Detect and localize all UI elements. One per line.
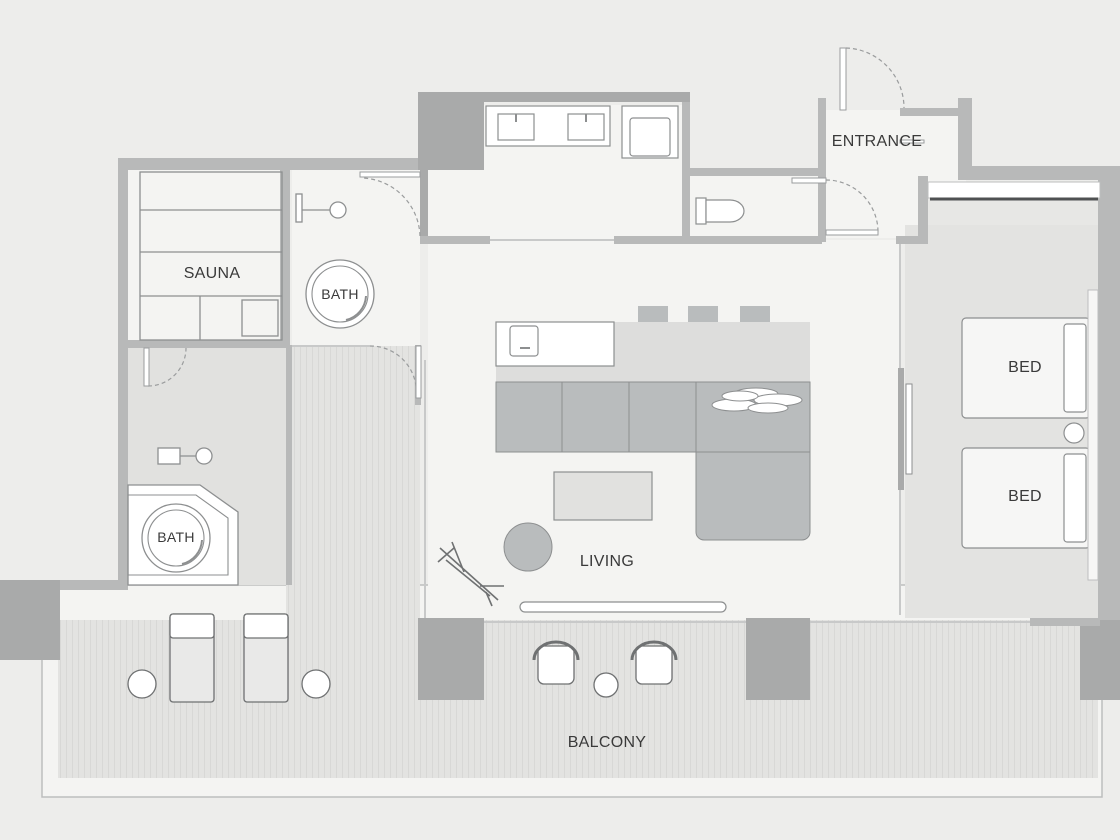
sliding-partition xyxy=(898,368,913,490)
balcony-chair-left xyxy=(532,640,580,685)
vanity xyxy=(485,105,611,147)
sun-lounger-right xyxy=(243,613,289,703)
label-bed-upper: BED xyxy=(1008,359,1042,376)
bed-upper xyxy=(961,317,1091,419)
bed-lower xyxy=(961,447,1091,549)
balcony-chair-right xyxy=(630,640,678,685)
nightstand xyxy=(1063,422,1085,444)
side-table-right xyxy=(301,669,331,699)
coffee-table xyxy=(553,471,653,521)
balcony-area xyxy=(41,345,1103,798)
shower-lower xyxy=(157,447,213,465)
label-bath-lower: BATH xyxy=(157,529,195,545)
bar-stools xyxy=(638,306,770,322)
label-living: LIVING xyxy=(580,553,634,570)
washer xyxy=(621,105,679,159)
headboard xyxy=(1087,289,1099,581)
kitchen-counter xyxy=(495,321,810,382)
label-sauna: SAUNA xyxy=(184,265,241,282)
media-bench xyxy=(519,601,727,613)
shower-upper xyxy=(295,193,347,223)
side-table-left xyxy=(127,669,157,699)
door-leaves xyxy=(143,47,925,399)
toilet xyxy=(695,197,745,225)
sun-lounger-left xyxy=(169,613,215,703)
closet xyxy=(927,181,1101,201)
label-entrance: ENTRANCE xyxy=(832,133,922,150)
sauna-benches xyxy=(139,171,283,341)
balcony-table xyxy=(593,672,619,698)
doors xyxy=(147,47,905,399)
lounge-chair xyxy=(437,541,504,607)
label-balcony: BALCONY xyxy=(568,734,647,751)
bath-tub-upper xyxy=(305,259,375,329)
walls xyxy=(0,92,1120,700)
cushions xyxy=(711,387,803,414)
label-bed-lower: BED xyxy=(1008,488,1042,505)
round-stool xyxy=(503,522,553,572)
label-bath-upper: BATH xyxy=(321,286,359,302)
bath-tub-lower xyxy=(127,484,239,586)
